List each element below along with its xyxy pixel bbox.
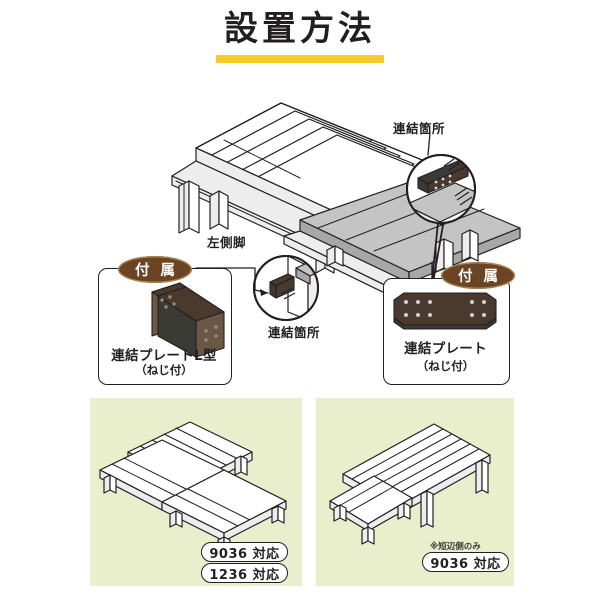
label-connection-point-top: 連結箇所 <box>393 121 446 136</box>
title-underline-bar <box>216 54 384 63</box>
callout-circle-bottom <box>253 255 319 321</box>
panel-right-note: ※短辺側のみ <box>430 542 481 552</box>
label-connection-point-bottom: 連結箇所 <box>268 325 321 340</box>
deck-leg-front-left <box>178 180 200 234</box>
deck-leg-right-rear <box>419 181 438 213</box>
label-left-leg: 左側脚 <box>207 235 247 250</box>
panel-right-badge-1: 9036 対応 <box>422 552 509 572</box>
accessory-badge-right: 付 属 <box>441 262 515 289</box>
deck-leg-right-front <box>315 246 335 274</box>
accessory-badge-left: 付 属 <box>118 256 192 283</box>
accessory-note-flat-plate: （ねじ付） <box>416 359 475 373</box>
deck-leg-mid <box>209 190 229 230</box>
panel-left-badge-2: 1236 対応 <box>201 563 288 583</box>
secondary-leg-b <box>461 229 479 262</box>
page-title: 設置方法 <box>224 9 376 49</box>
accessory-note-l-plate: （ねじ付） <box>135 363 193 377</box>
page-title-block: 設置方法 <box>0 8 600 63</box>
accessory-name-flat-plate: 連結プレート <box>404 341 487 357</box>
accessory-name-l-plate: 連結プレートL型 <box>111 348 217 364</box>
secondary-leg-c <box>326 245 344 267</box>
panel-left-badge-1: 9036 対応 <box>201 542 288 562</box>
